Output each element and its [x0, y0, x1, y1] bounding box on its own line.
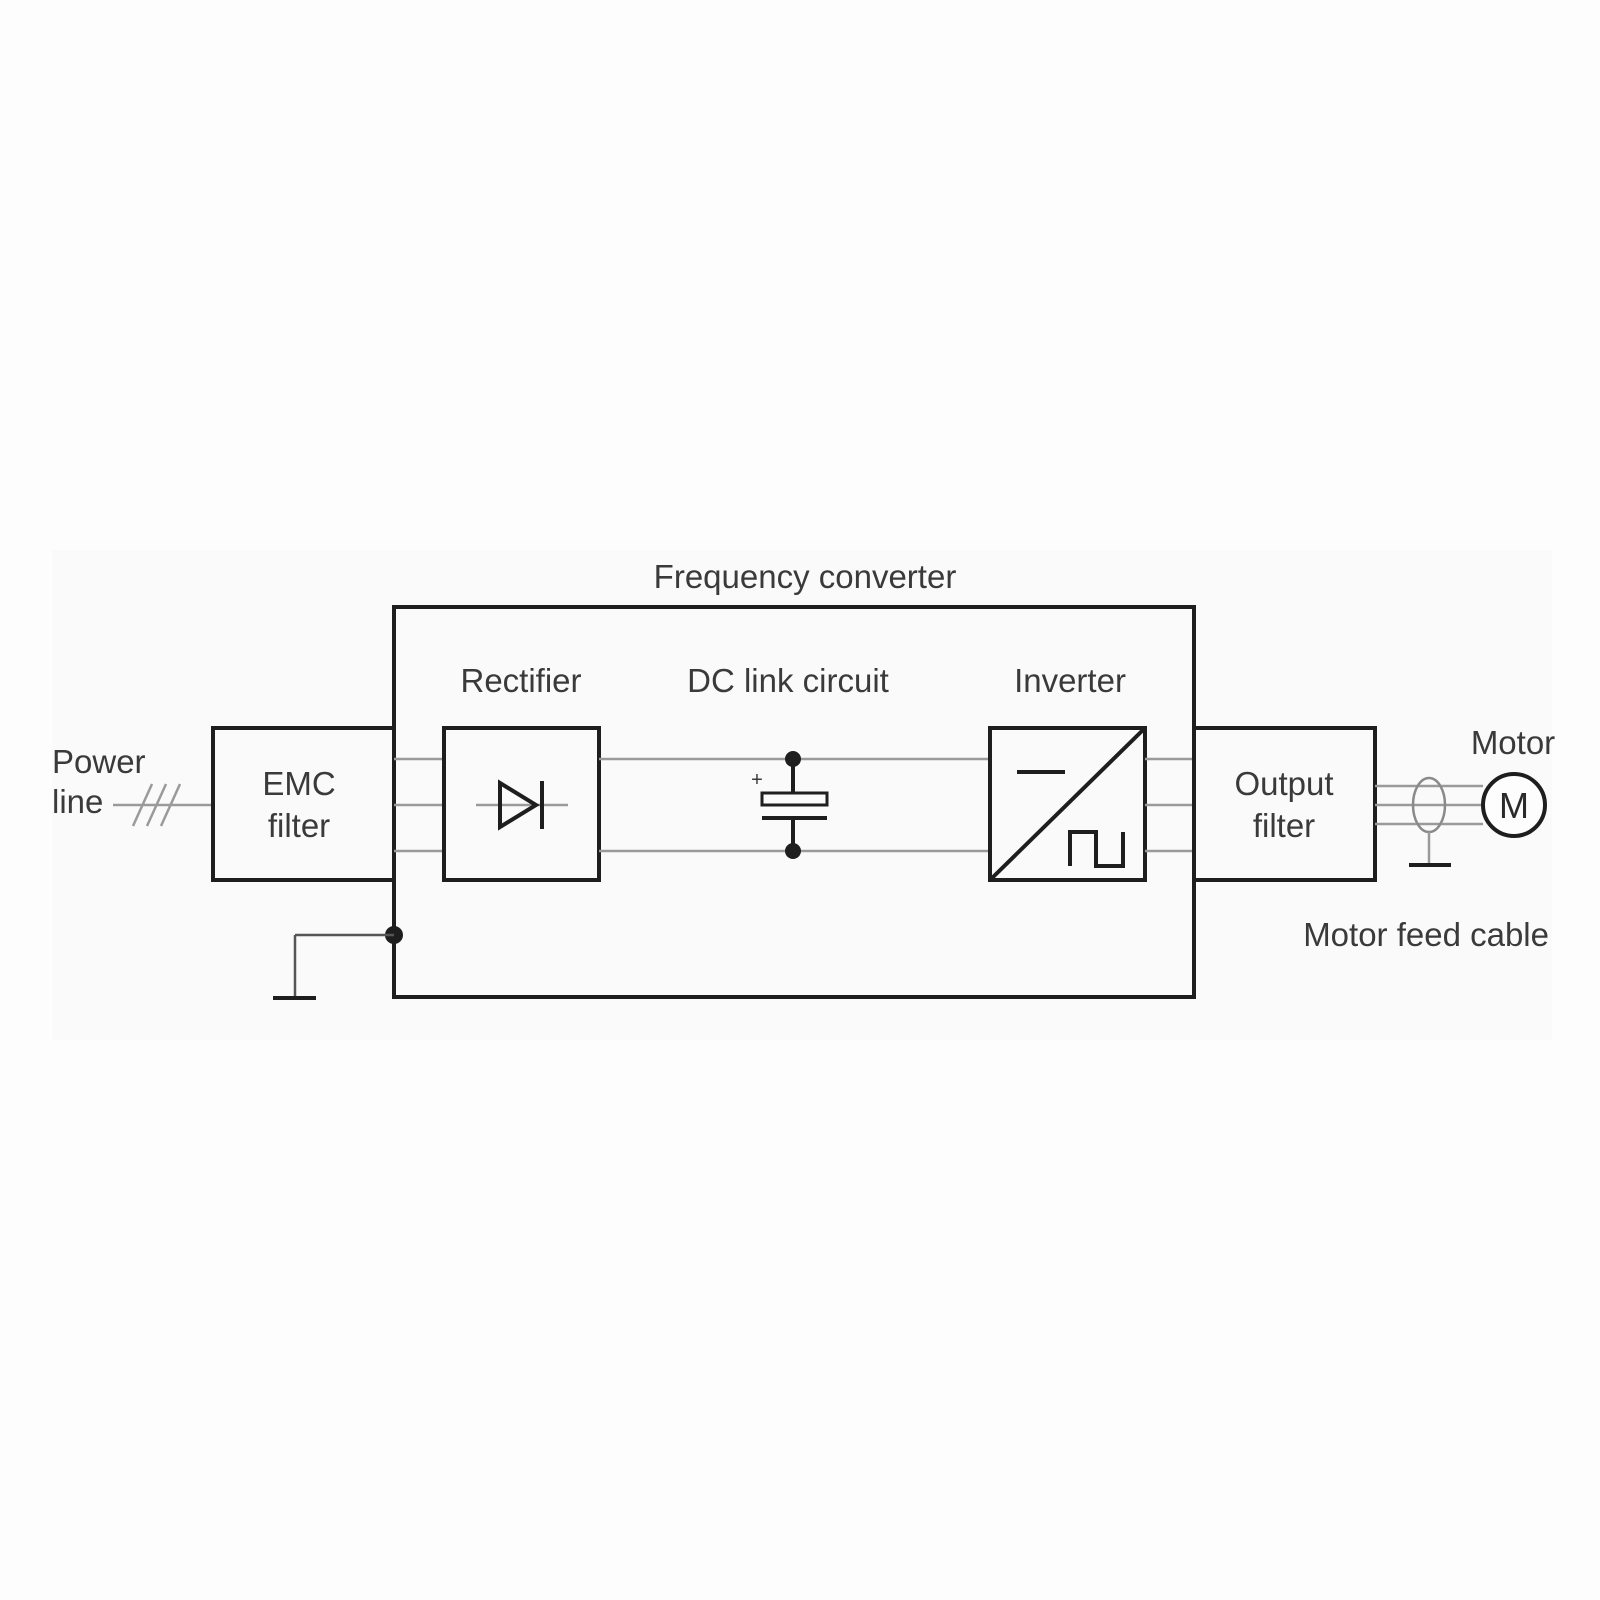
diagram-panel [52, 550, 1552, 1040]
capacitor-polarity: + [751, 769, 763, 791]
motor-feed-cable-label: Motor feed cable [1303, 916, 1549, 953]
rectifier-label: Rectifier [460, 662, 581, 699]
power-line-label-2: line [52, 783, 103, 820]
power-line-input [113, 783, 213, 827]
emc-filter-label-1: EMC [262, 765, 335, 802]
motor-label: Motor [1471, 724, 1555, 761]
frequency-converter-title: Frequency converter [654, 558, 957, 595]
power-line-label-1: Power [52, 743, 146, 780]
motor-feed-cable [1375, 776, 1483, 863]
three-phase-wires-output [1145, 757, 1194, 853]
emc-filter-label-2: filter [268, 807, 330, 844]
motor-icon [1481, 772, 1547, 838]
diode-icon [476, 779, 568, 831]
inverter-label: Inverter [1014, 662, 1126, 699]
output-filter-label-1: Output [1234, 765, 1333, 802]
three-phase-wires-input [394, 757, 444, 853]
motor-symbol: M [1499, 785, 1529, 826]
output-filter-label-2: filter [1253, 807, 1315, 844]
rectifier-box [442, 726, 601, 882]
capacitor-icon [760, 751, 829, 859]
converter-ground-connection [293, 926, 403, 996]
inverter-icon [988, 726, 1147, 882]
dc-link-circuit-label: DC link circuit [687, 662, 889, 699]
